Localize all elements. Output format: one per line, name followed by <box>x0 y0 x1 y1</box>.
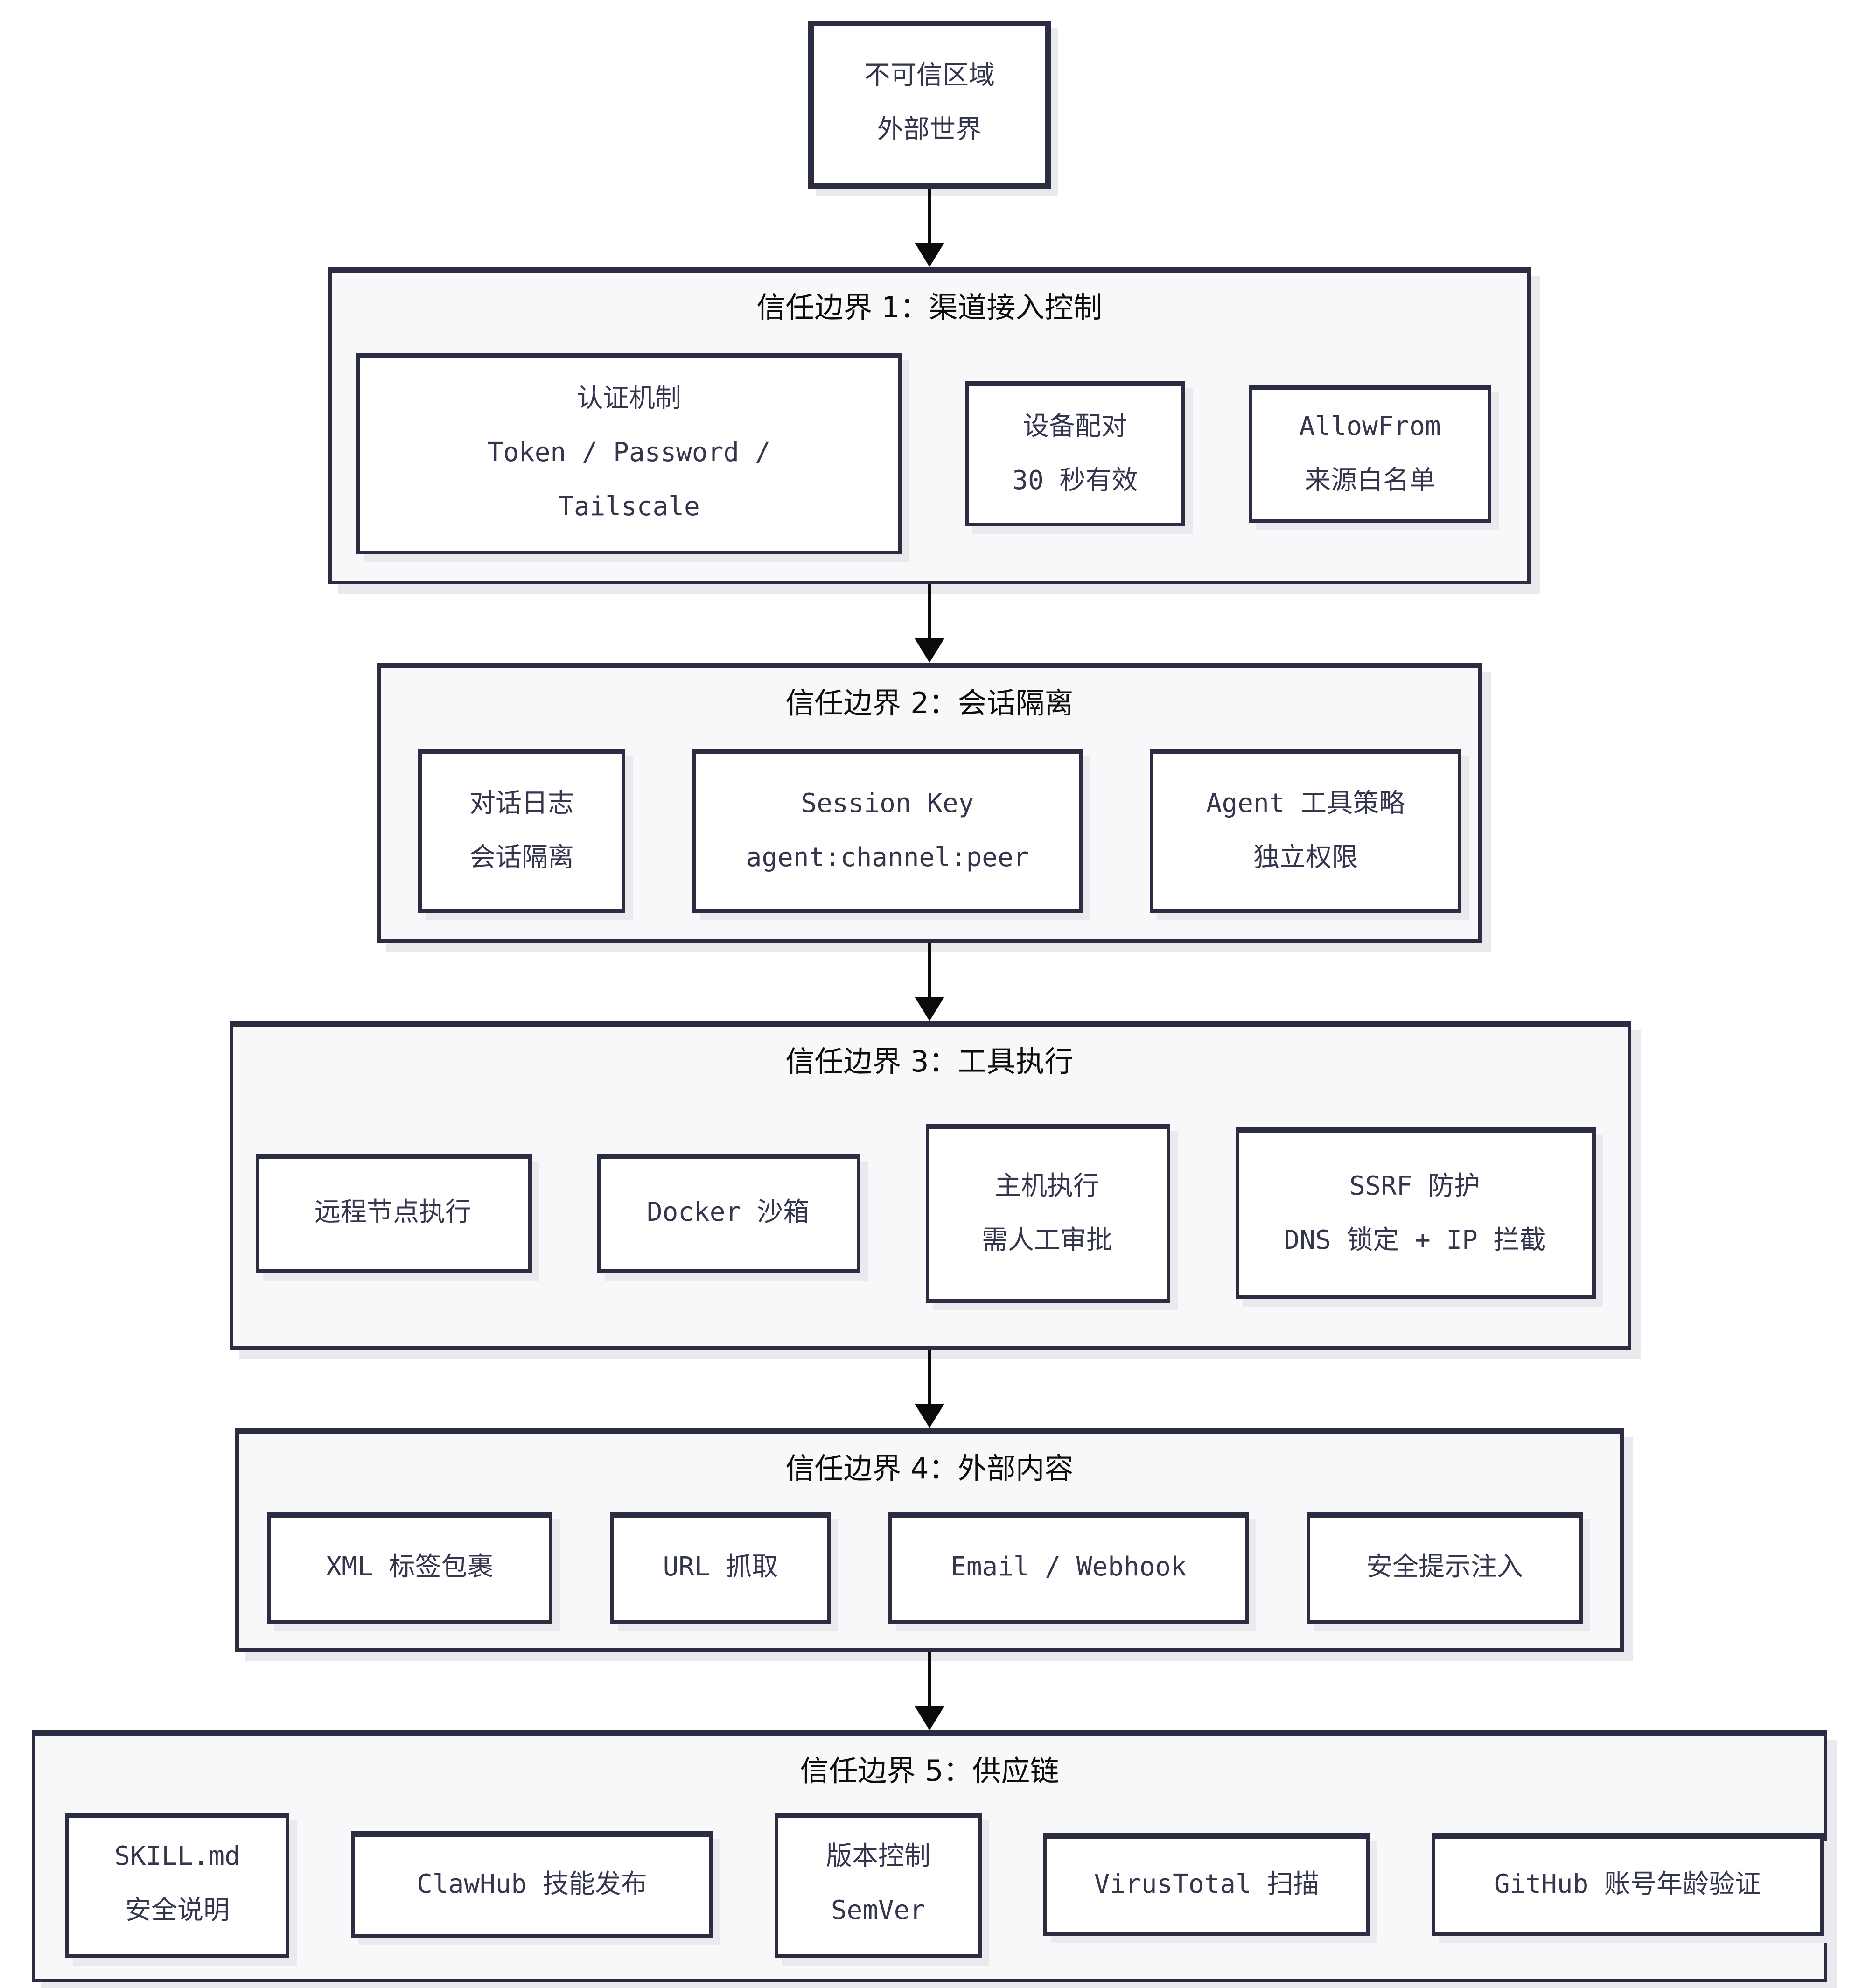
text-line: DNS 锁定 + IP 拦截 <box>1284 1225 1546 1255</box>
boundary-title: 信任边界 4：外部内容 <box>785 1452 1074 1486</box>
arrow-shaft <box>927 1350 932 1404</box>
boundary-2-session-isolation: 信任边界 2：会话隔离 对话日志 会话隔离 Session Key agent:… <box>377 663 1482 943</box>
node-chat-log-isolation: 对话日志 会话隔离 <box>418 749 625 913</box>
node-session-key: Session Key agent:channel:peer <box>692 749 1083 913</box>
arrow-shaft <box>927 584 932 638</box>
flow-arrow-5 <box>915 1652 944 1730</box>
text-line: 认证机制 <box>577 385 681 415</box>
text-line: VirusTotal 扫描 <box>1094 1869 1320 1900</box>
flow-arrow-3 <box>915 943 944 1021</box>
boundary-5-supply-chain: 信任边界 5：供应链 SKILL.md 安全说明 ClawHub 技能发布 版本… <box>32 1730 1827 1982</box>
text-line: 外部世界 <box>877 116 982 146</box>
text-line: Email / Webhook <box>950 1553 1187 1583</box>
arrow-head-icon <box>915 997 944 1021</box>
text-line: SSRF 防护 <box>1349 1172 1481 1202</box>
text-line: ClawHub 技能发布 <box>417 1869 647 1900</box>
text-line: 安全说明 <box>125 1897 230 1926</box>
arrow-shaft <box>927 1652 932 1706</box>
text-line: 版本控制 <box>826 1843 930 1873</box>
flow-arrow-1 <box>915 189 944 267</box>
node-allowfrom-whitelist: AllowFrom 来源白名单 <box>1249 385 1491 523</box>
text-line: AllowFrom <box>1299 412 1441 442</box>
node-ssrf-protection: SSRF 防护 DNS 锁定 + IP 拦截 <box>1235 1127 1595 1299</box>
text-line: 需人工审批 <box>982 1225 1112 1255</box>
arrow-head-icon <box>915 1706 944 1730</box>
text-line: Token / Password / <box>487 439 771 469</box>
text-line: Session Key <box>801 789 974 819</box>
boundary-4-external-content: 信任边界 4：外部内容 XML 标签包裹 URL 抓取 Email / Webh… <box>235 1428 1624 1652</box>
boundary-title: 信任边界 2：会话隔离 <box>785 687 1074 721</box>
text-line: Docker 沙箱 <box>646 1198 809 1229</box>
node-email-webhook: Email / Webhook <box>888 1512 1249 1624</box>
text-line: SemVer <box>831 1897 926 1926</box>
node-skill-md-security-notes: SKILL.md 安全说明 <box>65 1812 289 1957</box>
text-line: 安全提示注入 <box>1366 1553 1523 1583</box>
boundary-title: 信任边界 1：渠道接入控制 <box>756 291 1103 325</box>
node-auth-mechanism: 认证机制 Token / Password / Tailscale <box>356 353 902 554</box>
node-remote-node-exec: 远程节点执行 <box>255 1154 531 1273</box>
text-line: GitHub 账号年龄验证 <box>1494 1869 1761 1900</box>
node-virustotal-scan: VirusTotal 扫描 <box>1043 1833 1370 1936</box>
text-line: 独立权限 <box>1253 843 1358 873</box>
boundary-title: 信任边界 3：工具执行 <box>785 1045 1074 1079</box>
text-line: SKILL.md <box>114 1843 240 1873</box>
text-line: 30 秒有效 <box>1012 466 1138 496</box>
flow-arrow-4 <box>915 1350 944 1428</box>
boundary-1-channel-access: 信任边界 1：渠道接入控制 认证机制 Token / Password / Ta… <box>328 267 1531 584</box>
text-line: 设备配对 <box>1023 412 1127 442</box>
node-device-pairing: 设备配对 30 秒有效 <box>965 381 1185 526</box>
node-github-account-age-check: GitHub 账号年龄验证 <box>1432 1833 1824 1936</box>
text-line: 主机执行 <box>995 1172 1099 1202</box>
boundary-content-row: 认证机制 Token / Password / Tailscale 设备配对 3… <box>332 327 1527 581</box>
flow-arrow-2 <box>915 584 944 663</box>
arrow-head-icon <box>915 243 944 267</box>
node-version-control-semver: 版本控制 SemVer <box>775 1812 982 1957</box>
node-safety-prompt-injection: 安全提示注入 <box>1307 1512 1583 1624</box>
node-xml-tag-wrapping: XML 标签包裹 <box>267 1512 552 1624</box>
node-clawhub-skill-publish: ClawHub 技能发布 <box>351 1831 713 1938</box>
node-docker-sandbox: Docker 沙箱 <box>596 1154 860 1273</box>
node-untrusted-zone: 不可信区域 外部世界 <box>808 21 1051 189</box>
arrow-head-icon <box>915 1404 944 1428</box>
text-line: 对话日志 <box>469 789 574 819</box>
text-line: Tailscale <box>558 492 700 523</box>
text-line: Agent 工具策略 <box>1206 789 1405 819</box>
arrow-head-icon <box>915 638 944 663</box>
node-agent-tool-policy: Agent 工具策略 独立权限 <box>1150 749 1461 913</box>
text-line: 来源白名单 <box>1305 466 1435 496</box>
text-line: 远程节点执行 <box>314 1198 471 1229</box>
arrow-shaft <box>927 189 932 243</box>
text-line: agent:channel:peer <box>746 843 1029 873</box>
text-line: 会话隔离 <box>469 843 574 873</box>
text-line: XML 标签包裹 <box>326 1553 494 1583</box>
text-line: URL 抓取 <box>663 1553 778 1583</box>
boundary-3-tool-execution: 信任边界 3：工具执行 远程节点执行 Docker 沙箱 主机执行 需人工审批 … <box>229 1021 1630 1350</box>
boundary-content-row: XML 标签包裹 URL 抓取 Email / Webhook 安全提示注入 <box>239 1488 1620 1648</box>
boundary-title: 信任边界 5：供应链 <box>800 1755 1059 1788</box>
node-host-exec-approval: 主机执行 需人工审批 <box>925 1124 1169 1303</box>
node-url-fetch: URL 抓取 <box>610 1512 831 1624</box>
text-line: 不可信区域 <box>864 62 995 92</box>
arrow-shaft <box>927 943 932 997</box>
boundary-content-row: 远程节点执行 Docker 沙箱 主机执行 需人工审批 SSRF 防护 DNS … <box>232 1081 1627 1346</box>
boundary-content-row: SKILL.md 安全说明 ClawHub 技能发布 版本控制 SemVer V… <box>35 1790 1824 1979</box>
boundary-content-row: 对话日志 会话隔离 Session Key agent:channel:peer… <box>381 722 1478 939</box>
